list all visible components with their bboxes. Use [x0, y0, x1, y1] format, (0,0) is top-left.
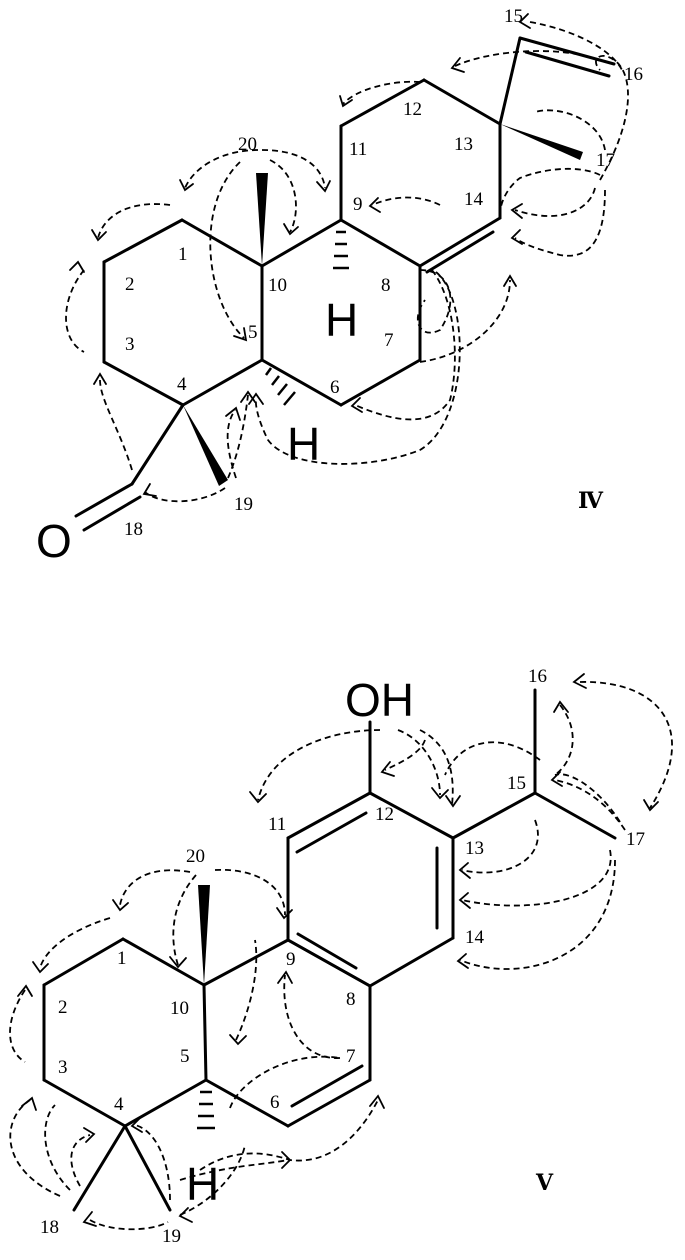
v-hydroxyl-group: OH [345, 674, 414, 726]
structure-v: 1 2 3 4 5 6 7 8 9 10 11 12 13 14 15 16 1… [9, 666, 673, 1247]
iv-hydrogen-atom-h5: H [287, 418, 320, 470]
iv-carbon-number: 18 [124, 519, 143, 540]
v-carbon-number: 14 [465, 927, 485, 948]
v-carbon-number: 5 [180, 1046, 190, 1067]
iv-oxygen-atom: O [36, 515, 72, 567]
v-carbon-number: 9 [286, 949, 296, 970]
structure-v-hmbc-arrows [9, 673, 673, 1231]
iv-carbon-number: 12 [403, 99, 422, 120]
v-carbon-number: 15 [507, 773, 526, 794]
iv-carbon-number: 4 [177, 374, 187, 395]
compound-label-v: V [535, 1170, 554, 1196]
iv-carbon-number: 16 [624, 64, 643, 85]
iv-carbon-number: 17 [596, 150, 615, 171]
v-carbon-number: 2 [58, 997, 68, 1018]
v-carbon-number: 16 [528, 666, 547, 687]
iv-carbon-number: 7 [384, 330, 394, 351]
v-carbon-number: 20 [186, 846, 205, 867]
v-carbon-number: 18 [40, 1217, 59, 1238]
v-carbon-number: 11 [268, 814, 286, 835]
iv-carbon-number: 11 [349, 139, 367, 160]
structure-v-bonds [42, 688, 617, 1212]
v-carbon-number: 19 [162, 1226, 181, 1247]
iv-carbon-number: 13 [454, 134, 473, 155]
iv-carbon-number: 19 [234, 494, 253, 515]
iv-carbon-number: 8 [381, 275, 391, 296]
iv-carbon-number: 6 [330, 377, 340, 398]
v-carbon-number: 10 [170, 998, 189, 1019]
iv-carbon-number: 3 [125, 334, 135, 355]
v-carbon-number: 4 [114, 1094, 124, 1115]
iv-carbon-number: 20 [238, 134, 257, 155]
v-carbon-number: 8 [346, 989, 356, 1010]
iv-carbon-number: 5 [248, 322, 258, 343]
iv-carbon-number: 10 [268, 275, 287, 296]
iv-carbon-number: 15 [504, 6, 523, 27]
iv-carbon-number: 9 [353, 194, 363, 215]
v-hydrogen-atom-h5: H [186, 1158, 219, 1210]
iv-hydrogen-atom-h9: H [325, 294, 358, 346]
structure-iv-hmbc-arrows [65, 13, 629, 503]
v-carbon-number: 6 [270, 1092, 280, 1113]
iv-carbon-number: 14 [464, 189, 484, 210]
structure-v-atom-numbers: 1 2 3 4 5 6 7 8 9 10 11 12 13 14 15 16 1… [40, 666, 645, 1247]
v-carbon-number: 3 [58, 1057, 68, 1078]
v-carbon-number: 12 [375, 804, 394, 825]
structure-iv: 1 2 3 4 5 6 7 8 9 10 11 12 13 14 15 16 1… [36, 6, 643, 567]
v-carbon-number: 7 [346, 1046, 356, 1067]
iv-carbon-number: 1 [178, 244, 188, 265]
structure-iv-bonds [74, 36, 616, 532]
structure-v-stereo-wedges [197, 885, 215, 1130]
v-carbon-number: 13 [465, 838, 484, 859]
compound-label-iv: Ⅳ [578, 488, 604, 514]
iv-carbon-number: 2 [125, 274, 135, 295]
structure-iv-atom-numbers: 1 2 3 4 5 6 7 8 9 10 11 12 13 14 15 16 1… [124, 6, 643, 540]
v-carbon-number: 1 [117, 948, 127, 969]
structure-iv-stereo-wedges [183, 124, 583, 486]
v-carbon-number: 17 [626, 829, 645, 850]
